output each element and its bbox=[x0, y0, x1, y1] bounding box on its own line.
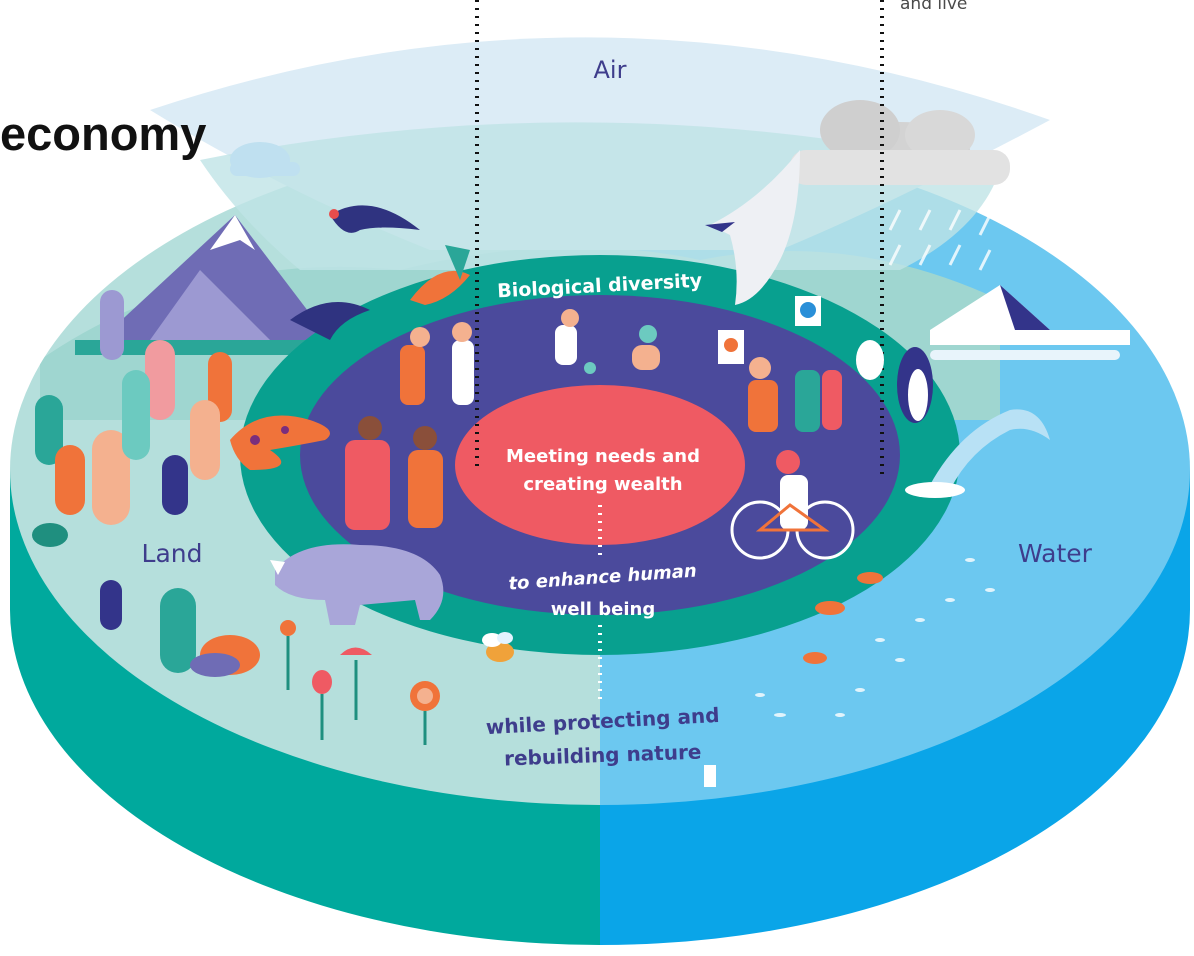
page-title: economy bbox=[0, 107, 207, 160]
cloud-icon bbox=[230, 142, 300, 178]
water-label: Water bbox=[1018, 539, 1093, 568]
fish-icon bbox=[704, 558, 995, 787]
center-core bbox=[455, 385, 745, 545]
center-label-line2: creating wealth bbox=[523, 474, 682, 495]
bird-icon bbox=[290, 205, 420, 340]
flower-icon bbox=[280, 620, 440, 745]
rain-icon bbox=[888, 209, 992, 271]
rhino-icon bbox=[270, 544, 444, 625]
bicycle-icon bbox=[730, 500, 855, 560]
salamander-icon bbox=[230, 415, 330, 470]
iceberg-icon bbox=[930, 285, 1130, 360]
tree-icon bbox=[32, 290, 260, 677]
corner-note: and live bbox=[900, 0, 968, 14]
center-label-line1: Meeting needs and bbox=[506, 446, 700, 467]
dolphin-icon bbox=[905, 409, 1050, 498]
air-label: Air bbox=[594, 56, 627, 84]
land-label: Land bbox=[142, 539, 203, 568]
bee-icon bbox=[482, 632, 514, 662]
bird-icon bbox=[410, 245, 470, 305]
penguin-icon bbox=[856, 340, 933, 423]
albatross-icon bbox=[705, 150, 800, 305]
enhance-label-line2: well being bbox=[551, 599, 655, 620]
